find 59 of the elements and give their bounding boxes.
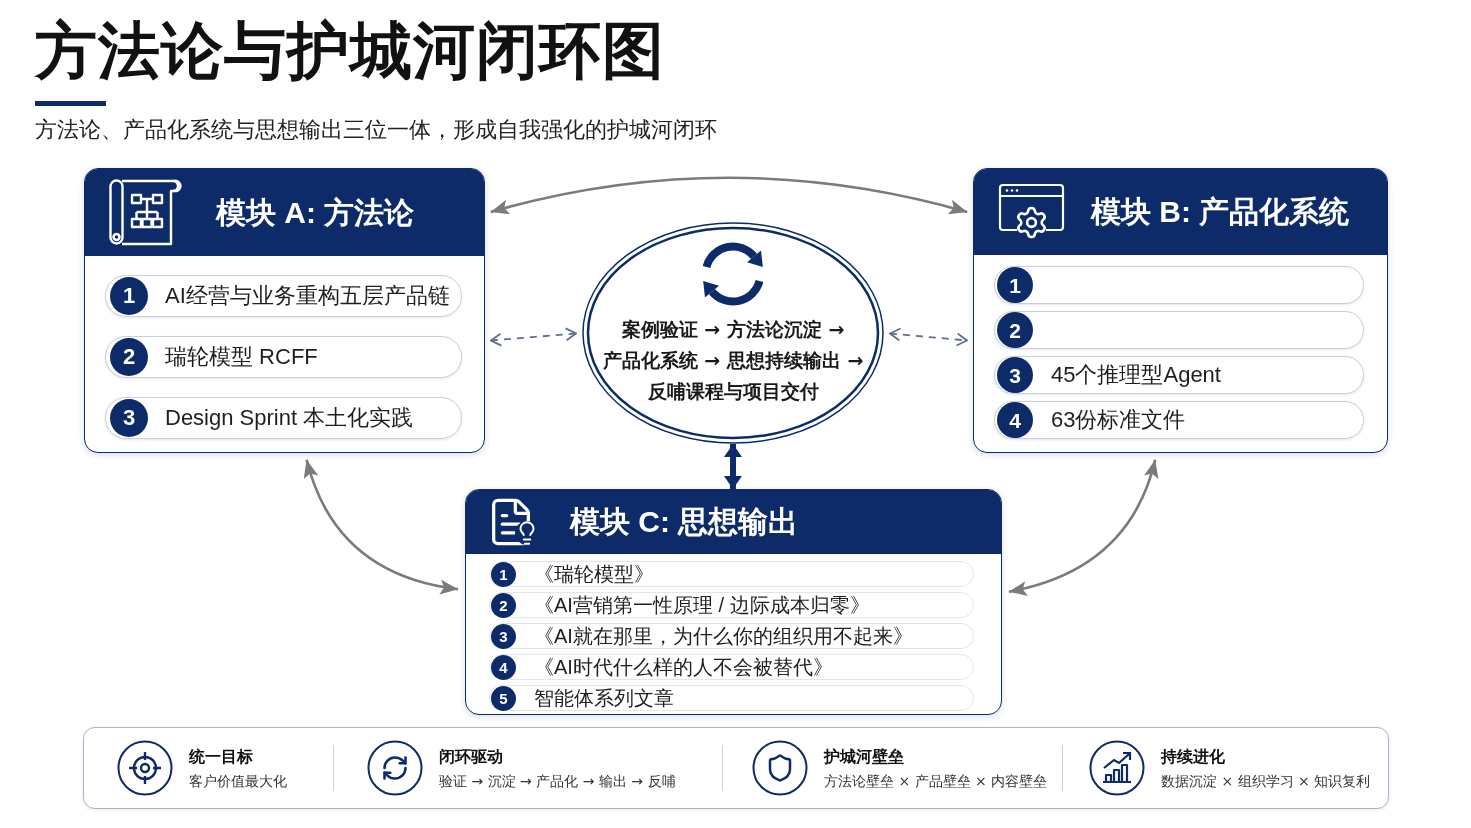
summary-bar: [83, 727, 1389, 809]
thick-double-arrow: [723, 444, 742, 489]
item-text: AI经营与业务重构五层产品链: [165, 285, 450, 307]
page-title: 方法论与护城河闭环图: [35, 20, 665, 82]
summary-title: 持续进化: [1161, 748, 1226, 765]
card-heading: 模块 B: 产品化系统: [1091, 197, 1350, 227]
curved-double-arrow: [1008, 459, 1158, 596]
item-text: 63份标准文件: [1051, 409, 1186, 431]
cycle-text: 案例验证 → 方法论沉淀 → 产品化系统 → 思想持续输出 → 反哺课程与项目交付: [601, 317, 865, 404]
number-badge: 2: [110, 338, 148, 376]
curved-double-arrow: [304, 459, 459, 594]
number-badge: 4: [997, 402, 1033, 438]
summary-title: 闭环驱动: [439, 748, 504, 765]
list-item-pill: [489, 561, 974, 587]
number-badge: 3: [997, 357, 1033, 393]
summary-text: 客户价值最大化: [189, 773, 287, 788]
list-item-pill: [994, 311, 1364, 349]
item-text: 《AI时代什么样的人不会被替代》: [534, 657, 833, 677]
item-text: 《瑞轮模型》: [534, 564, 654, 584]
list-item-pill: [489, 654, 974, 680]
number-badge: 1: [997, 267, 1033, 303]
number-badge: 1: [110, 277, 148, 315]
number-badge: 3: [491, 623, 516, 649]
number-badge: 1: [491, 561, 516, 587]
number-badge: 2: [491, 592, 516, 618]
module-card: [973, 168, 1388, 453]
card-heading: 模块 C: 思想输出: [570, 507, 799, 537]
item-text: 45个推理型Agent: [1051, 364, 1221, 386]
list-item-pill: [489, 685, 974, 711]
summary-title: 护城河壁垒: [824, 748, 905, 765]
summary-title: 统一目标: [189, 748, 254, 765]
cycle-ellipse: [582, 222, 884, 444]
number-badge: 5: [491, 685, 516, 711]
number-badge: 3: [110, 399, 148, 437]
list-item-pill: [994, 401, 1364, 439]
item-text: 《AI就在那里，为什么你的组织用不起来》: [534, 626, 913, 646]
item-text: 瑞轮模型 RCFF: [165, 346, 318, 368]
item-text: 智能体系列文章: [534, 688, 674, 708]
item-text: Design Sprint 本土化实践: [165, 407, 414, 429]
number-badge: 2: [997, 312, 1033, 348]
summary-text: 方法论壁垒 × 产品壁垒 × 内容壁垒: [824, 773, 1048, 788]
summary-text: 数据沉淀 × 组织学习 × 知识复利: [1161, 773, 1371, 788]
module-card: [465, 489, 1002, 715]
subtitle: 方法论、产品化系统与思想输出三位一体，形成自我强化的护城河闭环: [35, 119, 717, 141]
dashed-double-arrow: [490, 327, 577, 347]
dashed-double-arrow: [889, 327, 968, 347]
list-item-pill: [994, 266, 1364, 304]
list-item-pill: [105, 397, 462, 439]
list-item-pill: [105, 336, 462, 378]
list-item-pill: [489, 592, 974, 618]
number-badge: 4: [491, 654, 516, 680]
module-card: [84, 168, 485, 453]
item-text: 《AI营销第一性原理 / 边际成本归零》: [534, 595, 870, 615]
summary-text: 验证 → 沉淀 → 产品化 → 输出 → 反哺: [439, 773, 676, 788]
list-item-pill: [105, 275, 462, 317]
curved-double-arrow: [490, 176, 968, 215]
card-heading: 模块 A: 方法论: [216, 197, 415, 228]
list-item-pill: [994, 356, 1364, 394]
list-item-pill: [489, 623, 974, 649]
